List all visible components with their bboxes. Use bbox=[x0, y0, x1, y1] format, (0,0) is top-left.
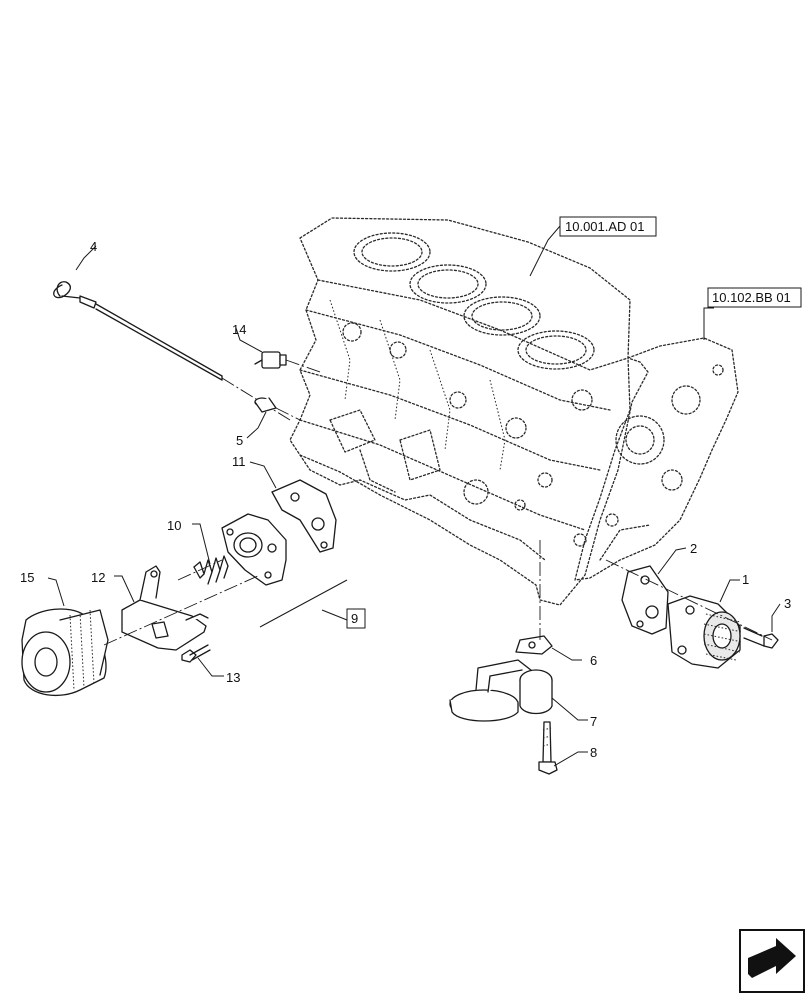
plug bbox=[254, 397, 301, 421]
timing-case-reference-box bbox=[707, 287, 802, 308]
strainer-gasket bbox=[515, 635, 553, 655]
callout-4: 4 bbox=[90, 239, 97, 254]
callout-7: 7 bbox=[590, 714, 597, 729]
callout-14: 14 bbox=[232, 322, 246, 337]
group-label-box bbox=[346, 608, 366, 629]
oil-pump-gasket bbox=[621, 565, 669, 635]
callout-2: 2 bbox=[690, 541, 697, 556]
callout-6: 6 bbox=[590, 653, 597, 668]
pump-bolt bbox=[605, 559, 779, 649]
relief-valve-housing bbox=[221, 513, 287, 586]
callout-1: 1 bbox=[742, 572, 749, 587]
engine-block bbox=[289, 217, 649, 606]
dipstick bbox=[53, 281, 291, 421]
gear-housing bbox=[574, 337, 739, 581]
oil-pump bbox=[667, 595, 743, 669]
callout-13: 13 bbox=[226, 670, 240, 685]
oil-strainer bbox=[449, 659, 553, 722]
callout-15: 15 bbox=[20, 570, 34, 585]
relief-valve-spring bbox=[177, 555, 229, 585]
timing-case-reference[interactable]: 10.102.BB 01 bbox=[712, 290, 791, 305]
group-label-9: 9 bbox=[351, 611, 358, 626]
block-reference-box bbox=[559, 216, 657, 237]
oil-cooler-gasket bbox=[271, 479, 337, 553]
group-bracket bbox=[259, 579, 348, 628]
leader-lines bbox=[47, 225, 781, 767]
oil-filter bbox=[21, 574, 261, 697]
oil-pressure-switch bbox=[254, 351, 321, 373]
next-page-arrow-icon[interactable] bbox=[739, 929, 805, 993]
block-reference[interactable]: 10.001.AD 01 bbox=[565, 219, 645, 234]
callout-8: 8 bbox=[590, 745, 597, 760]
callout-11: 11 bbox=[232, 454, 246, 469]
callout-12: 12 bbox=[91, 570, 105, 585]
callout-3: 3 bbox=[784, 596, 791, 611]
bracket-bolt bbox=[181, 644, 211, 663]
strainer-bolt bbox=[538, 721, 558, 775]
callout-10: 10 bbox=[167, 518, 181, 533]
filter-bracket bbox=[121, 565, 209, 651]
callout-5: 5 bbox=[236, 433, 243, 448]
